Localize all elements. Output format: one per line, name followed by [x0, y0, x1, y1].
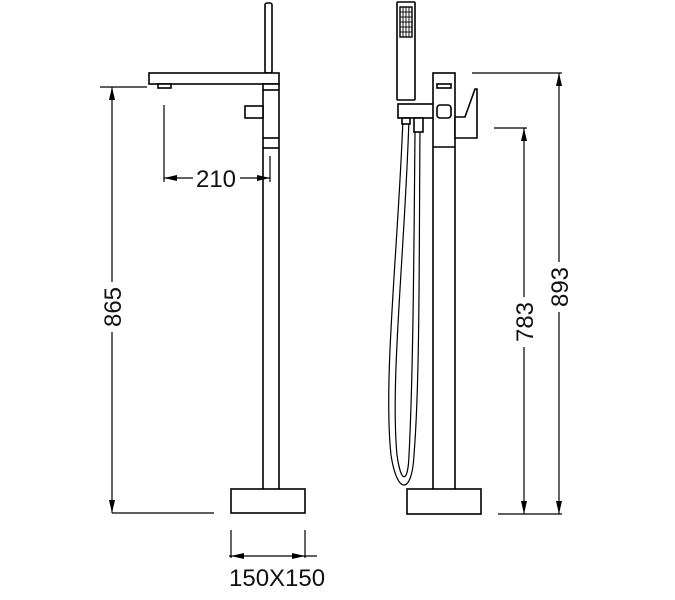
arrowhead: [556, 73, 562, 86]
nozzle-grid: [400, 7, 412, 37]
spout-outlet: [436, 83, 452, 89]
faucet-body: [432, 72, 456, 491]
shower-holder: [397, 103, 435, 119]
dimension-label-865: 865: [100, 287, 127, 327]
arrowhead: [521, 128, 527, 141]
arrowhead: [231, 553, 244, 559]
diverter-knob: [244, 105, 264, 119]
diverter-button: [436, 104, 452, 119]
arrowhead: [109, 500, 115, 513]
front-view: 865 210 150X150: [100, 2, 325, 592]
hand-shower-rod: [264, 2, 273, 74]
dimension-label-210: 210: [196, 166, 236, 193]
shower-hose: [388, 117, 421, 486]
spout-aerator: [157, 83, 172, 89]
hose-connector: [401, 117, 411, 125]
side-view: 893 783: [388, 1, 574, 515]
arrowhead: [521, 501, 527, 514]
label-background: [547, 262, 571, 312]
dimension-label-783: 783: [512, 302, 539, 342]
dimension-label-base: 150X150: [229, 565, 325, 592]
hose-connector: [413, 117, 424, 133]
arrowhead: [109, 87, 115, 100]
arrowhead: [292, 553, 305, 559]
floor-base: [406, 488, 482, 515]
arrowhead: [164, 175, 177, 181]
mixer-handle: [454, 88, 478, 139]
shower-hose-inner: [394, 117, 416, 478]
label-background: [512, 297, 536, 347]
floor-base: [230, 488, 306, 514]
arrowhead: [257, 175, 270, 181]
label-background: [100, 282, 124, 332]
spout: [148, 72, 280, 85]
dimension-label-893: 893: [547, 267, 574, 307]
arrowhead: [556, 501, 562, 514]
faucet-body: [262, 83, 280, 491]
